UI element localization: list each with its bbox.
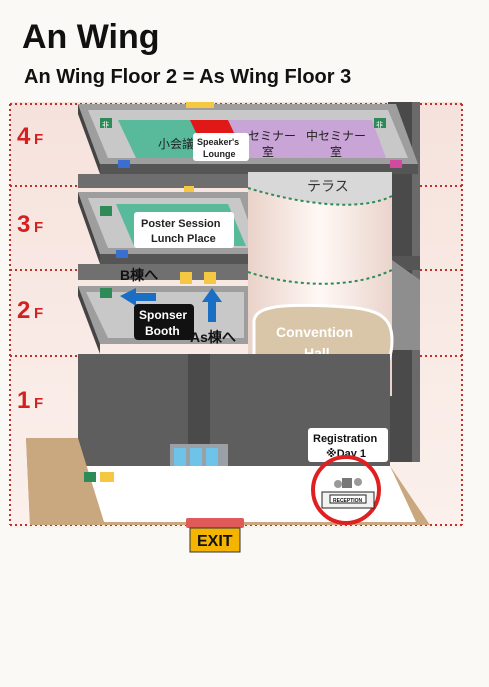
stairs-icon — [180, 272, 192, 284]
reception-desk-icon[interactable] — [321, 478, 375, 509]
speakers-lounge-label-1: Speaker's — [197, 137, 239, 147]
room-mid-seminar-label-2: 室 — [330, 144, 342, 159]
exit-sign-label: EXIT — [197, 533, 233, 550]
elevator-shaft — [188, 354, 210, 446]
toilet-icon — [116, 250, 128, 258]
speakers-lounge-box[interactable] — [193, 133, 249, 161]
direction-to-b-wing: B棟へ — [120, 267, 158, 283]
room-small-meeting-label: 小会議 — [158, 137, 194, 151]
sponser-booth-label-2: Booth — [145, 324, 180, 338]
arrow-up-icon — [202, 288, 222, 322]
floor-label-2f: 2 F — [17, 297, 43, 324]
svg-text:F: F — [34, 131, 43, 148]
registration-highlight-circle — [311, 455, 381, 525]
floor-label-1f: 1 F — [17, 387, 43, 414]
room-small-seminar-label-2: 室 — [262, 144, 274, 159]
emergency-exit-icon — [374, 118, 386, 128]
floor-label-4f: 4 F — [17, 123, 43, 150]
svg-text:F: F — [34, 219, 43, 236]
room-mid-seminar-label-1: 中セミナー — [306, 128, 366, 143]
svg-text:2: 2 — [17, 297, 30, 324]
stairs-icon — [184, 186, 194, 192]
floor-label-3f: 3 F — [17, 211, 43, 238]
registration-box[interactable] — [308, 428, 388, 462]
toilet-icon — [118, 160, 130, 168]
emergency-exit-icon — [100, 288, 112, 298]
svg-text:F: F — [34, 305, 43, 322]
page-subtitle: An Wing Floor 2 = As Wing Floor 3 — [24, 66, 352, 88]
exit-sign[interactable] — [189, 527, 241, 553]
svg-text:F: F — [34, 395, 43, 412]
poster-session-label-2: Lunch Place — [151, 233, 216, 245]
arrow-left-icon — [120, 288, 156, 306]
stairs-icon — [100, 472, 114, 482]
poster-session-label-1: Poster Session — [141, 218, 221, 230]
room-small-seminar[interactable] — [228, 120, 314, 158]
svg-text:3: 3 — [17, 211, 30, 238]
svg-text:1: 1 — [17, 387, 30, 414]
toilet-icon — [390, 160, 402, 168]
emergency-exit-icon — [100, 206, 112, 216]
svg-text:4: 4 — [17, 123, 31, 150]
reception-sign: RECEPTION — [333, 498, 363, 504]
sponser-booth-box[interactable] — [134, 304, 194, 340]
convention-hall-label-1: Convention — [276, 324, 353, 340]
room-small-seminar-label-1: セミナー — [248, 129, 296, 143]
registration-label-1: Registration — [313, 433, 377, 445]
direction-to-as-wing: As棟へ — [190, 329, 236, 345]
stairs-icon — [186, 102, 214, 108]
svg-text:非: 非 — [376, 120, 383, 129]
svg-text:非: 非 — [102, 120, 109, 129]
speakers-lounge-label-2: Lounge — [203, 149, 236, 159]
terrace-label: テラス — [307, 178, 349, 194]
page-title: An Wing — [22, 18, 160, 56]
room-mid-seminar[interactable] — [300, 120, 386, 158]
exit-canopy — [186, 518, 244, 528]
sponser-booth-label-1: Sponser — [139, 308, 187, 322]
poster-session-box[interactable] — [134, 212, 234, 248]
emergency-exit-icon — [84, 472, 96, 482]
floor-map: 4 F 3 F 2 F 1 F 小会議 セミナー 室 中セミナー 室 Speak… — [9, 102, 463, 553]
stairs-icon — [204, 272, 216, 284]
emergency-exit-icon — [100, 118, 112, 128]
